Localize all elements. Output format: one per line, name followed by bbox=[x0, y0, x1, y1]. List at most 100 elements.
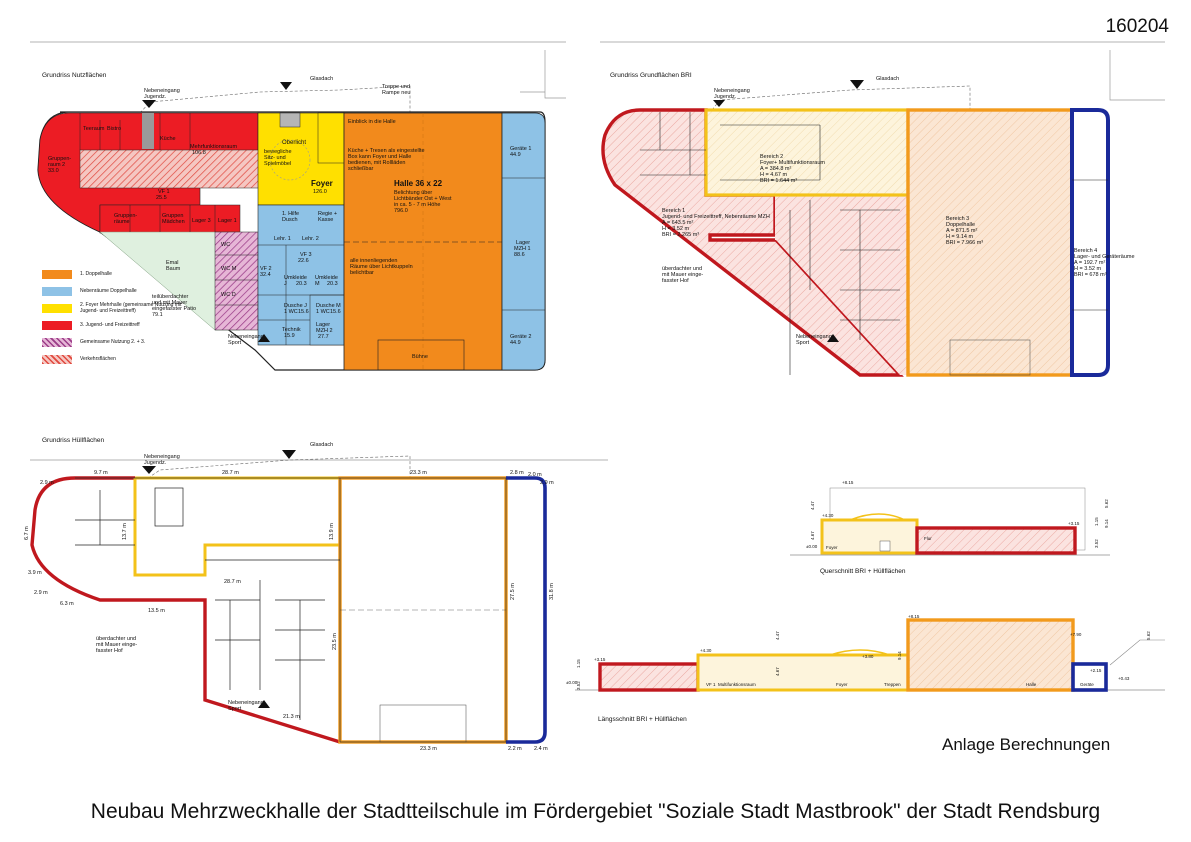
label-h-hof2: mit Mauer einge- bbox=[96, 642, 137, 648]
l-treppe: Treppen bbox=[884, 682, 901, 687]
label-dusche-j-area: 15.6 bbox=[298, 309, 309, 315]
label-buehne: Bühne bbox=[412, 354, 428, 360]
entrance-marker bbox=[282, 450, 296, 459]
label-b3-a: A = 871.5 m² bbox=[946, 228, 978, 234]
label-lager-mzh2-area: 27.7 bbox=[318, 334, 329, 340]
dim-d11: 27.5 m bbox=[510, 583, 516, 600]
buehne-outline bbox=[379, 704, 467, 743]
label-b4-bri: BRI = 678 m³ bbox=[1074, 272, 1107, 278]
l-h10: 4.67 bbox=[775, 667, 780, 676]
label-bistro: Bistro bbox=[107, 126, 121, 132]
l-h1: +8.15 bbox=[908, 614, 920, 619]
l-h5: +7.90 bbox=[1070, 632, 1082, 637]
label-b3-title: Bereich 3 bbox=[946, 216, 969, 222]
l-h7: +2.15 bbox=[1090, 668, 1102, 673]
q-h3: ±0.00 bbox=[806, 544, 818, 549]
laengs-bereich-3 bbox=[906, 618, 1075, 692]
q-h6: 4.67 bbox=[810, 531, 815, 540]
l-h12: 5.62 bbox=[1146, 631, 1151, 640]
oberlicht-circle bbox=[269, 139, 311, 181]
label-bri-hof3: fasster Hof bbox=[662, 278, 689, 284]
q-h4: +3.15 bbox=[1068, 521, 1080, 526]
legend-label: 2. Foyer Mehrhalle (gemeinsame Nutzung m… bbox=[80, 301, 182, 314]
l-mfr: Multifunktionsraum bbox=[718, 682, 756, 687]
label-halle-title: Halle 36 x 22 bbox=[394, 179, 443, 188]
label-gruppe1b: räume bbox=[114, 219, 130, 225]
label-nebeneingang: Nebeneingang bbox=[144, 88, 180, 94]
label-mehrfunktion: Mehrfunktionsraum bbox=[190, 144, 237, 150]
label-vf2: VF 2 bbox=[260, 266, 272, 272]
quer-roof bbox=[849, 513, 906, 521]
plan2-text: Nebeneingang Jugendz. Glasdach Bereich 1… bbox=[662, 76, 1135, 346]
label-wc-m: WC M bbox=[221, 266, 237, 272]
l-h3: +3.15 bbox=[594, 657, 606, 662]
huell-yellow bbox=[133, 476, 340, 577]
label-moebel3: Spielmöbel bbox=[264, 161, 291, 167]
plan-title-bri: Grundriss Grundflächen BRI bbox=[610, 72, 692, 79]
label-regie2: Kasse bbox=[318, 217, 333, 223]
entrance-marker bbox=[850, 80, 864, 89]
label-bri-sport1: Nebeneingang bbox=[796, 334, 832, 340]
legend-label: 1. Doppelhalle bbox=[80, 270, 112, 277]
label-h-hof1: überdachter und bbox=[96, 636, 136, 642]
label-jugendz: Jugendz. bbox=[144, 94, 167, 100]
label-umkleide-j2: J bbox=[284, 281, 287, 287]
label-kueche-room: Küche bbox=[160, 136, 176, 142]
label-moebel1: bewegliche bbox=[264, 149, 292, 155]
bri-bereich-1 bbox=[601, 108, 904, 377]
label-h-hof3: fasster Hof bbox=[96, 648, 123, 654]
label-b1-bri: BRI = 2.265 m³ bbox=[662, 232, 699, 238]
label-lager-area: 88.6 bbox=[514, 252, 525, 258]
section-quer-text: +8.15 +4.30 ±0.00 +3.15 4.47 4.67 3.52 1… bbox=[806, 480, 1109, 550]
label-dusche-j: Dusche J bbox=[284, 303, 307, 309]
dim-d22: 2.9 m bbox=[540, 480, 554, 486]
section-quer bbox=[790, 487, 1110, 556]
label-lager: Lager bbox=[516, 240, 530, 246]
label-umkleide-m: Umkleide bbox=[315, 275, 338, 281]
label-umkleide-m2: M bbox=[315, 281, 320, 287]
q-foyer: Foyer bbox=[826, 545, 838, 550]
annex-label: Anlage Berechnungen bbox=[942, 735, 1111, 754]
dim-d4: 2.8 m bbox=[510, 470, 524, 476]
plan1-text: Nebeneingang Jugendz. Glasdach Treppe un… bbox=[48, 76, 531, 360]
red-room-walls bbox=[79, 113, 258, 306]
q-h2: +4.30 bbox=[822, 513, 834, 518]
plan-nutzflaechen bbox=[30, 41, 566, 371]
label-halle-l2: Lichtbänder Ost + West bbox=[394, 196, 452, 202]
label-gruppenraum2: raum 2 bbox=[48, 162, 65, 168]
label-b3-h: H = 9.14 m bbox=[946, 234, 973, 240]
footer-title: Neubau Mehrzweckhalle der Stadtteilschul… bbox=[90, 800, 1101, 823]
label-h-sport2: Sport bbox=[228, 706, 242, 712]
label-innen3: belichtbar bbox=[350, 270, 374, 276]
label-regie: Regie + bbox=[318, 211, 337, 217]
label-foyer-area: 126.0 bbox=[313, 189, 327, 195]
q-h9: 9.14 bbox=[1104, 519, 1109, 528]
label-einblick: Einblick in die Halle bbox=[348, 119, 396, 125]
section-laengs-text: +8.15 +4.30 +3.15 ±0.00 +7.90 +3.80 +2.1… bbox=[566, 614, 1151, 690]
plan3-text: Nebeneingang Jugendz. Glasdach 9.7 m 28.… bbox=[24, 442, 555, 752]
label-bri-hof1: überdachter und bbox=[662, 266, 702, 272]
label-b1-h: H = 3.52 m bbox=[662, 226, 689, 232]
label-vf3: VF 3 bbox=[300, 252, 312, 258]
label-teeraum: Teeraum bbox=[83, 126, 105, 132]
plan-title-huell: Grundriss Hüllflächen bbox=[42, 437, 105, 444]
label-bri-sport2: Sport bbox=[796, 340, 810, 346]
legend-item: Gemeinsame Nutzung 2. + 3. bbox=[42, 334, 192, 351]
l-halle: Halle bbox=[1026, 682, 1037, 687]
dim-d17: 2.4 m bbox=[534, 746, 548, 752]
label-vf2-area: 32.4 bbox=[260, 272, 271, 278]
label-b3-sub: Doppelhalle bbox=[946, 222, 975, 228]
buehne-outline bbox=[949, 339, 1031, 376]
label-geraete1-area: 44.9 bbox=[510, 152, 521, 158]
plan-title-laengsschnitt: Längsschnitt BRI + Hüllflächen bbox=[598, 716, 687, 723]
label-b4-title: Bereich 4 bbox=[1074, 248, 1097, 254]
label-halle-l3: in ca. 5 - 7 m Höhe bbox=[394, 202, 440, 208]
label-b4-a: A = 192.7 m² bbox=[1074, 260, 1106, 266]
label-dusche-m-area: 15.6 bbox=[330, 309, 341, 315]
label-geraete2: Geräte 2 bbox=[510, 334, 531, 340]
quer-bereich-1 bbox=[915, 526, 1077, 555]
glasdach-outline bbox=[139, 85, 411, 114]
label-b1-title: Bereich 1 bbox=[662, 208, 685, 214]
label-sport2: Sport bbox=[228, 340, 242, 346]
label-lager3: Lager 3 bbox=[192, 218, 211, 224]
